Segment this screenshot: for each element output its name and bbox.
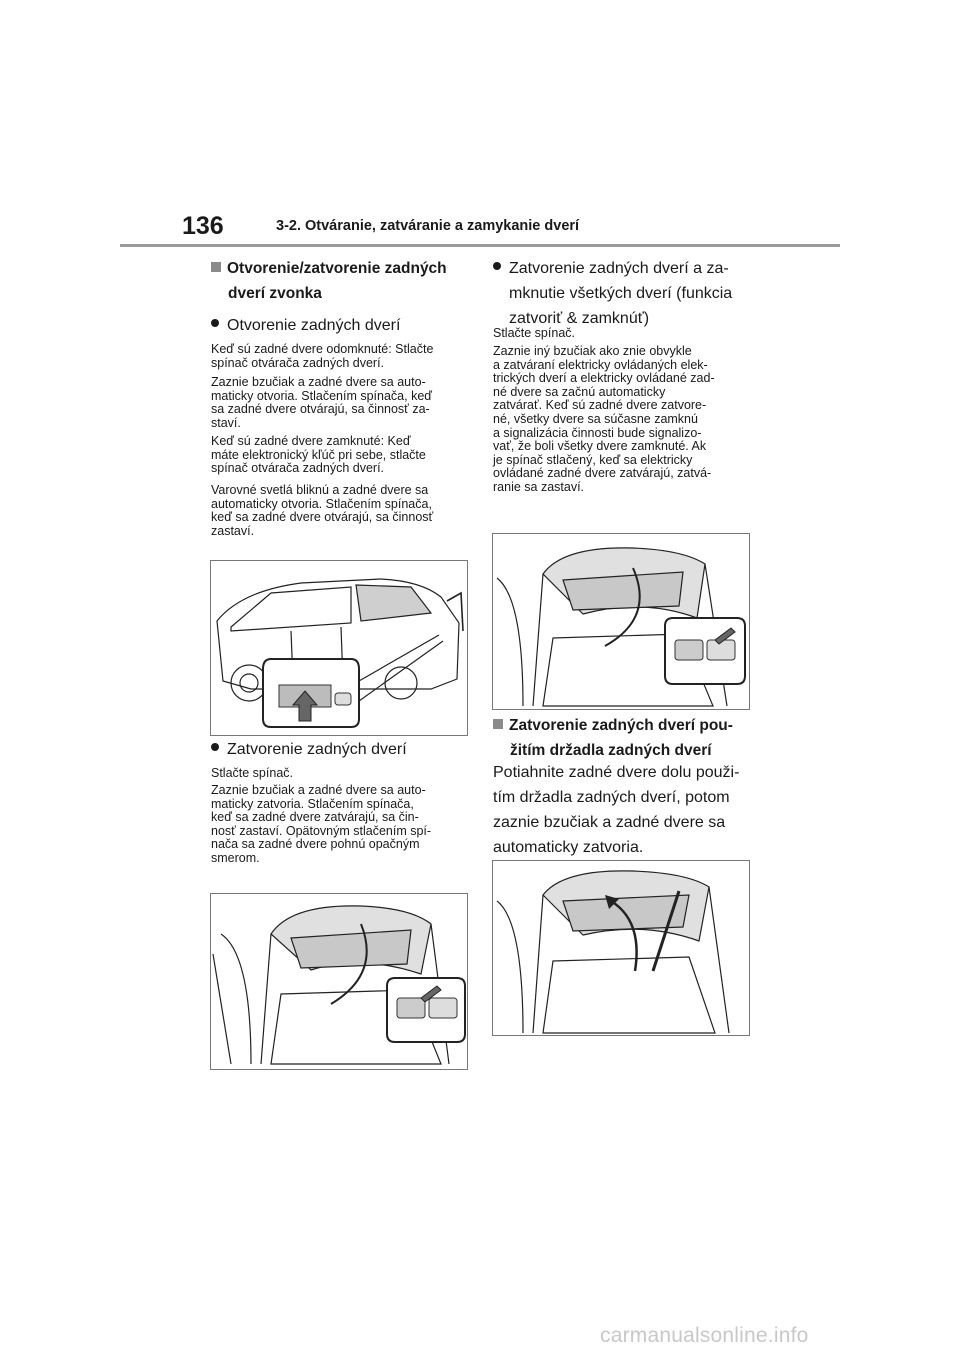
paragraph-auto-close: Zaznie bzučiak a zadné dvere sa auto- ma… — [211, 783, 432, 865]
car-rear-side-illustration — [216, 578, 464, 728]
figure-close-lock-switch — [492, 533, 750, 710]
header-rule — [120, 244, 840, 247]
bullet-dot-icon — [211, 743, 219, 751]
zoom-callout — [386, 977, 466, 1043]
watermark: carmanualsonline.info — [600, 1324, 809, 1347]
square-bullet-icon — [493, 719, 503, 729]
bullet-close-and-lock: Zatvorenie zadných dverí a za- mknutie v… — [493, 256, 748, 331]
section-title: 3-2. Otváranie, zatváranie a zamykanie d… — [276, 218, 580, 234]
zoom-callout — [262, 634, 444, 728]
paragraph-close-lock-detail: Zaznie iný bzučiak ako znie obvykle a za… — [493, 344, 715, 494]
heading-open-close-outside: Otvorenie/zatvorenie zadných dverí zvonk… — [211, 256, 466, 306]
bullet-close-rear-door: Zatvorenie zadných dverí — [211, 737, 466, 762]
heading-close-handle: Zatvorenie zadných dverí pou- žitím drža… — [493, 713, 748, 763]
paragraph-hazard: Varovné svetlá bliknú a zadné dvere sa a… — [211, 483, 434, 538]
paragraph-unlocked: Keď sú zadné dvere odomknuté: Stlačte sp… — [211, 342, 434, 370]
page-number: 136 — [182, 212, 224, 240]
bullet-dot-icon — [211, 319, 219, 327]
bullet-open-rear-door: Otvorenie zadných dverí — [211, 313, 466, 338]
paragraph-handle-close: Potiahnite zadné dvere dolu použi- tím d… — [493, 764, 740, 856]
paragraph-locked: Keď sú zadné dvere zamknuté: Keď máte el… — [211, 434, 426, 476]
tailgate-lock-illustration — [496, 547, 746, 707]
paragraph-auto-open: Zaznie bzučiak a zadné dvere sa auto- ma… — [211, 375, 432, 430]
paragraph-press-switch-2: Stlačte spínač. — [493, 326, 575, 340]
tailgate-handle-illustration — [496, 870, 730, 1034]
figure-car-opener-switch — [210, 560, 468, 736]
figure-tailgate-handle — [492, 860, 750, 1036]
figure-tailgate-close-switch — [210, 893, 468, 1070]
paragraph-press-switch: Stlačte spínač. — [211, 766, 293, 780]
square-bullet-icon — [211, 262, 221, 272]
tailgate-interior-illustration — [212, 905, 466, 1065]
bullet-dot-icon — [493, 262, 501, 270]
